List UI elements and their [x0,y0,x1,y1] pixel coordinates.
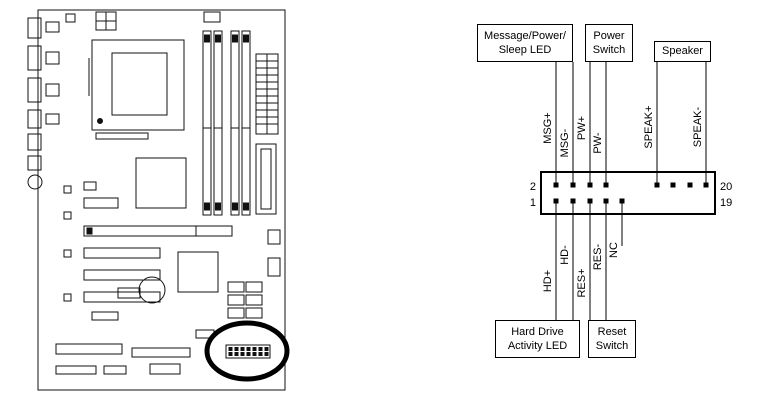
pci-slots [63,247,161,303]
board-outline [37,9,286,391]
atx12v-connector [95,11,117,31]
pin-square [619,198,625,204]
pin-square [654,182,660,188]
pin-label-msg-minus: MSG- [559,128,571,157]
pin-square [570,182,576,188]
box-label-line: Switch [592,44,626,56]
pin-square [687,182,693,188]
pin-label-hd-minus: HD- [559,245,571,265]
power-switch-box: Power Switch [585,24,633,62]
header-right-edge [267,257,281,277]
pin-number-top-left: 2 [530,181,536,193]
cpu-socket [88,39,185,140]
box-label-line: Activity LED [507,340,568,352]
pin-label-speak-plus: SPEAK+ [643,105,655,148]
hard-drive-activity-led-box: Hard Drive Activity LED [495,320,580,358]
pin-label-res-minus: RES- [592,244,604,271]
bios-chip [117,287,141,299]
chip-small [83,197,119,209]
northbridge-chip [135,157,187,209]
pin-square [603,198,609,204]
box-label-line: Message/Power/ [484,29,566,42]
pin-square [570,198,576,204]
box-label-line: Switch [595,340,629,352]
box-label-line: Power [593,29,625,42]
pin-number-bottom-right: 19 [720,197,732,209]
pin-label-speak-minus: SPEAK- [692,106,704,147]
atx-power-connector [255,53,279,135]
chip-top-right [203,11,221,23]
dimm-slots [202,30,251,216]
chip-small [83,181,97,191]
pin-label-pw-plus: PW+ [576,116,588,140]
header-right-edge [267,229,281,245]
signal-labels-top: MSG+ MSG- PW+ PW- SPEAK+ SPEAK- [542,105,704,157]
message-power-sleep-led-box: Message/Power/ Sleep LED [477,24,573,62]
header-pins-top [553,182,709,188]
pin-label-res-plus: RES+ [576,268,588,297]
pcie-x16-slot [83,225,233,237]
reset-switch-box: Reset Switch [588,320,636,358]
pin-numbers: 2 1 20 19 [530,181,732,209]
pin-label-hd-plus: HD+ [542,270,554,292]
pin-label-pw-minus: PW- [592,132,604,154]
ide-connector [255,143,277,215]
motherboard-diagram [27,9,290,391]
header-pins-bottom [553,198,625,204]
sata-ports [227,281,263,319]
box-label-line: Reset [597,325,627,338]
chip-small [91,311,119,321]
pin-square [587,182,593,188]
pin-number-bottom-left: 1 [530,197,536,209]
signal-labels-bottom: HD+ HD- RES+ RES- NC [542,242,620,298]
bottom-headers [55,329,215,375]
pinout-diagram: 2 1 20 19 MSG+ MSG- PW+ PW- SPEAK+ SPEAK… [530,62,732,321]
cmos-battery [138,276,166,304]
box-label-line: Sleep LED [498,44,552,56]
box-label-line: Speaker [662,45,703,58]
pin-label-msg-plus: MSG+ [542,112,554,143]
pin-square [587,198,593,204]
pin-square [603,182,609,188]
front-panel-header-location [225,344,271,359]
pin-square [553,182,559,188]
front-panel-header-block [540,171,716,215]
pin-square [670,182,676,188]
box-label-line: Hard Drive [511,325,564,338]
speaker-box: Speaker [654,41,711,62]
header-small [63,185,72,194]
pin-square [703,182,709,188]
io-ports [27,17,60,190]
pin-label-nc: NC [608,242,620,258]
chip-small [65,13,76,23]
southbridge-chip [177,251,219,293]
highlight-circle [204,320,290,382]
pinout-wires-bottom [555,201,623,321]
pinout-wires-top [555,62,707,185]
pin-number-top-right: 20 [720,181,732,193]
header-small [63,211,72,220]
pin-square [553,198,559,204]
